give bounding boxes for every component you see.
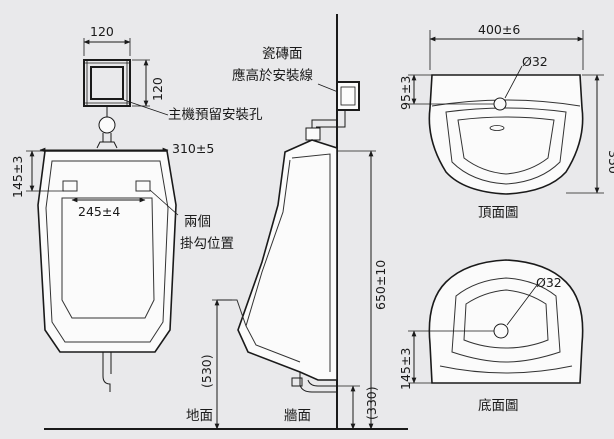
bottom-hole-diameter: Ø32 bbox=[536, 275, 562, 290]
top-width-label: 310±5 bbox=[172, 141, 214, 156]
host-box-hatch bbox=[84, 60, 130, 106]
box-height-label: 120 bbox=[150, 77, 165, 101]
hook-spacing-label: 245±4 bbox=[78, 204, 120, 219]
side-host-box bbox=[336, 81, 360, 111]
tile-note-line1: 瓷磚面 bbox=[262, 46, 303, 62]
top-hole-diameter: Ø32 bbox=[522, 54, 548, 69]
host-hole-label: 主機預留安裝孔 bbox=[168, 107, 263, 123]
floor-label: 地面 bbox=[186, 408, 213, 424]
hook-label-line2: 掛勾位置 bbox=[180, 236, 234, 252]
depth-label: 350 bbox=[606, 150, 614, 174]
bottom-view-title: 底面圖 bbox=[478, 398, 519, 414]
hook-height-label: 145±3 bbox=[10, 156, 25, 198]
front-view: 120 120 主機預留安裝孔 310±5 245±4 14 bbox=[10, 24, 263, 392]
top-view-title: 頂面圖 bbox=[478, 205, 519, 221]
top-hole bbox=[493, 97, 507, 111]
install-height-label: 650±10 bbox=[373, 260, 388, 310]
side-view: 瓷磚面 應高於安裝線 650±10 (530) (330) 地面 牆面 bbox=[186, 14, 388, 430]
top-width-label-400: 400±6 bbox=[478, 22, 520, 37]
box-width-label: 120 bbox=[90, 24, 114, 39]
connector-nut bbox=[98, 116, 116, 134]
top-view-body bbox=[428, 74, 584, 195]
wall-label: 牆面 bbox=[284, 408, 311, 424]
hook-label-line1: 兩個 bbox=[184, 214, 211, 230]
rim-height-label: (530) bbox=[199, 354, 214, 388]
bottom-view: Ø32 145±3 底面圖 bbox=[398, 259, 584, 414]
host-box-inner bbox=[90, 66, 124, 100]
hook-right bbox=[135, 180, 151, 192]
tile-note-line2: 應高於安裝線 bbox=[232, 67, 313, 84]
bottom-hole bbox=[493, 323, 509, 339]
inlet-offset-label: 95±3 bbox=[398, 76, 413, 110]
outlet-offset-label: 145±3 bbox=[398, 348, 413, 390]
front-urinal-body bbox=[37, 150, 177, 353]
outlet-height-label: (330) bbox=[364, 386, 379, 420]
top-view: 400±6 Ø32 95±3 350 頂面圖 bbox=[398, 22, 614, 221]
bottom-view-body bbox=[428, 259, 584, 384]
hook-left bbox=[62, 180, 78, 192]
